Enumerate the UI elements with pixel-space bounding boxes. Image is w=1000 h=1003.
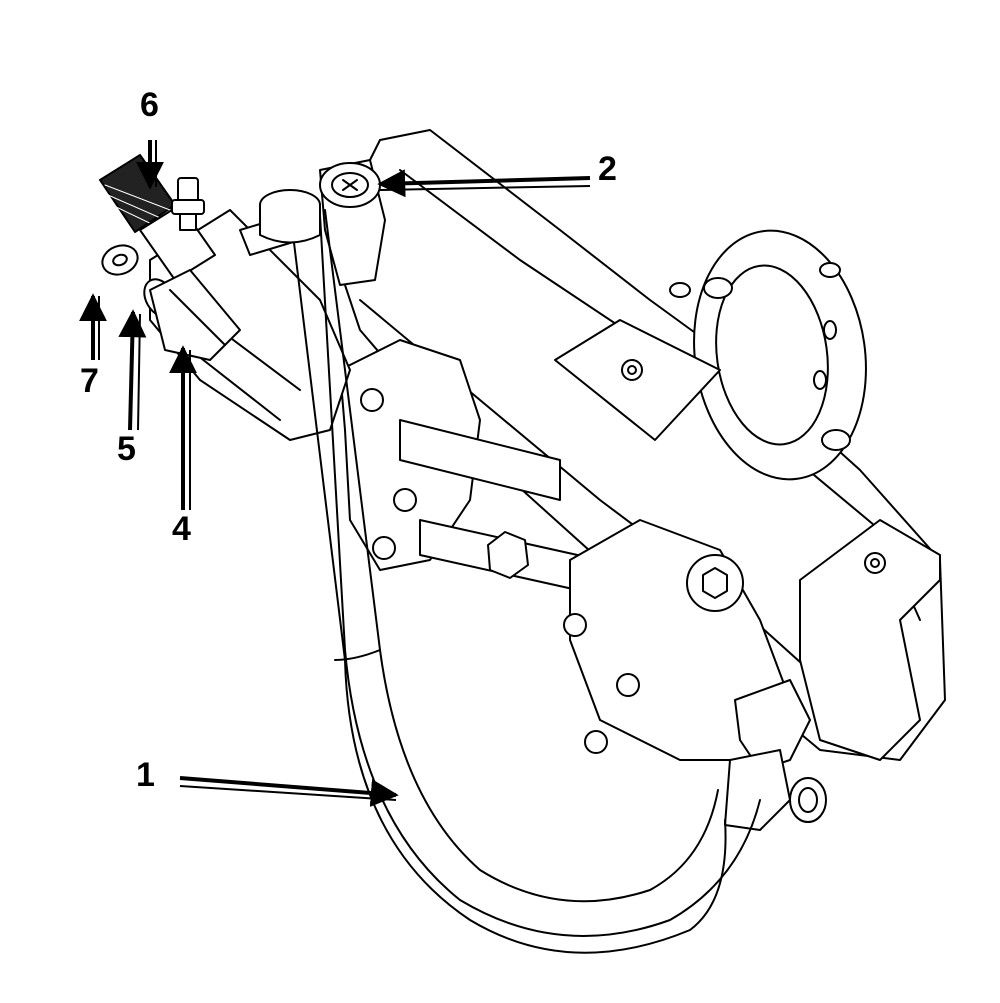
callout-arrow-5 — [118, 309, 147, 431]
manifold-bolt — [360, 388, 384, 412]
grease-fitting — [171, 177, 205, 231]
washer — [101, 244, 139, 276]
outlet-nozzle — [789, 777, 827, 823]
callout-label-1: 1 — [136, 756, 155, 794]
manifold-lower-bolt — [616, 673, 640, 697]
bypass-hose-edge — [324, 209, 719, 903]
right-mounting-foot — [799, 519, 941, 761]
callout-label-7: 7 — [80, 362, 99, 400]
callout-arrow-1 — [179, 776, 399, 807]
hex-socket-plug — [686, 554, 744, 612]
bracket-screw — [621, 359, 643, 381]
mounting-flange-inner — [715, 264, 829, 446]
callout-label-5: 5 — [117, 430, 136, 468]
flange-holes — [669, 262, 851, 451]
outlet-port — [724, 749, 791, 831]
hose-segment-line — [334, 649, 381, 661]
hose-fitting-upper — [319, 159, 386, 286]
outlet-elbow — [734, 679, 811, 771]
bypass-hose-inner — [289, 209, 727, 954]
foot-screw — [864, 552, 886, 574]
bypass-hose — [261, 209, 761, 937]
manifold-bolt — [372, 536, 396, 560]
callout-label-2: 2 — [598, 150, 617, 188]
callout-arrows — [79, 140, 591, 807]
threaded-inlet — [99, 154, 216, 281]
cross-tube — [399, 419, 561, 501]
hex-nut — [487, 531, 529, 579]
callout-label-6: 6 — [140, 86, 159, 124]
callout-labels: 1 2 4 5 6 7 — [80, 86, 617, 794]
callout-arrow-2 — [377, 169, 591, 198]
pump-illustration — [99, 129, 946, 954]
manifold-lower-bolt — [584, 730, 608, 754]
manifold-lower-bolt — [563, 613, 587, 637]
top-bracket-plate — [554, 319, 721, 441]
callout-label-4: 4 — [172, 510, 191, 548]
manifold-bolt — [393, 488, 417, 512]
